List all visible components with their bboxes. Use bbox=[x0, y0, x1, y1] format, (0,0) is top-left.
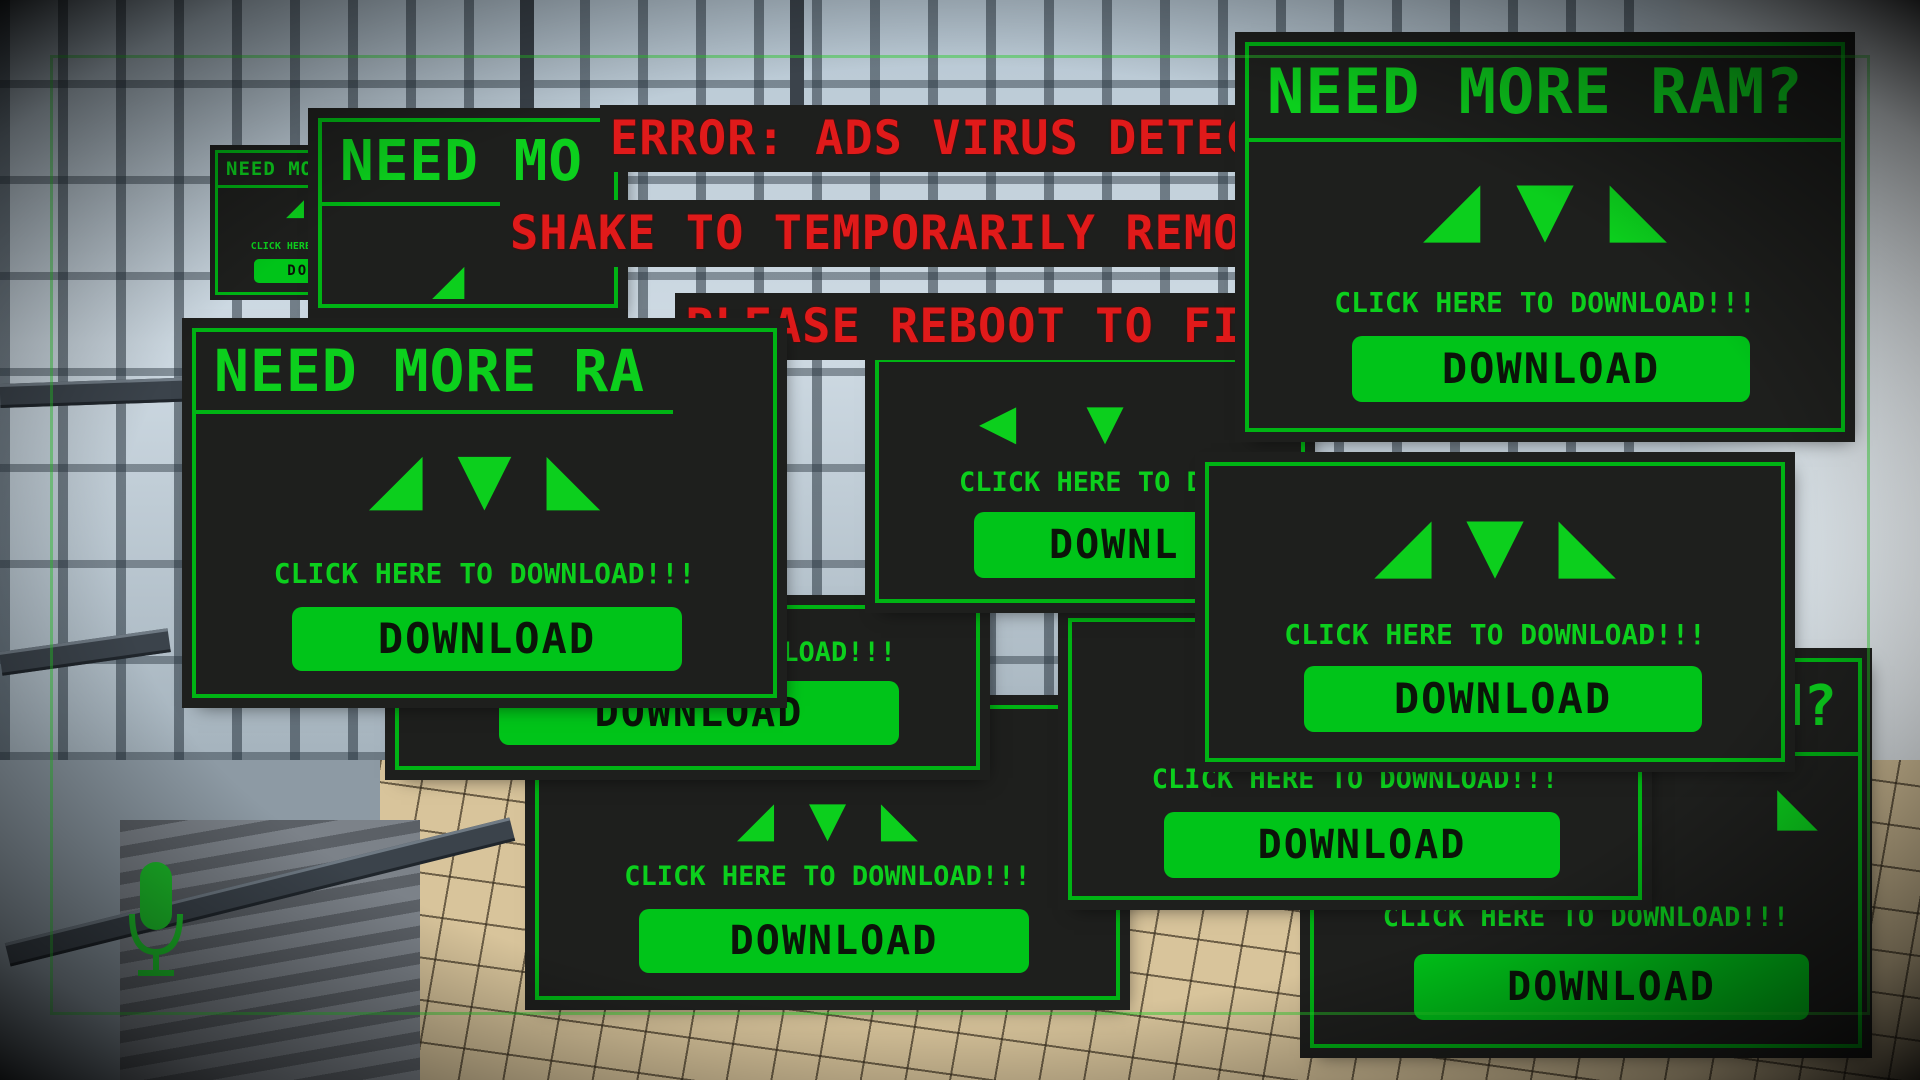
microphone-icon bbox=[128, 862, 184, 982]
ad-prompt: CLICK HERE TO DOWNLOAD!!! bbox=[1284, 618, 1706, 651]
ad-popup[interactable]: NEED MORE RA ◢ ▼ ◣ CLICK HERE TO DOWNLOA… bbox=[192, 328, 777, 698]
arrow-down-right-icon: ◢ bbox=[1422, 150, 1481, 262]
ad-popup-title: NEED MO bbox=[322, 122, 614, 206]
download-arrows: ◢ ▼ ◣ bbox=[1209, 494, 1781, 590]
error-virus-detected: ERROR: ADS VIRUS DETECTED bbox=[600, 105, 1353, 172]
download-button[interactable]: DOWNLOAD bbox=[1164, 812, 1560, 878]
download-arrows: ◢ ▼ ◣ bbox=[539, 787, 1116, 849]
download-button[interactable]: DOWNLOAD bbox=[1414, 954, 1809, 1020]
arrow-down-icon: ▼ bbox=[1516, 150, 1574, 262]
arrow-down-left-icon: ◣ bbox=[880, 781, 919, 854]
download-arrows: ◢ ▼ ◣ bbox=[196, 432, 773, 522]
railing-post bbox=[790, 0, 804, 110]
download-button[interactable]: DOWNLOAD bbox=[639, 909, 1029, 973]
ad-prompt: CLICK HERE TO DOWNLOAD!!! bbox=[1334, 286, 1756, 319]
ad-prompt: CLICK HERE TO DOWNLOAD!!! bbox=[624, 861, 1031, 892]
download-button[interactable]: DOWNLOAD bbox=[292, 607, 682, 671]
ad-popup[interactable]: NEED MORE RAM? ◢ ▼ ◣ CLICK HERE TO DOWNL… bbox=[1245, 42, 1845, 432]
arrow-down-icon: ▼ bbox=[1086, 384, 1124, 457]
arrow-down-icon: ▼ bbox=[457, 424, 512, 529]
ad-popup-title: NEED MORE RAM? bbox=[1249, 46, 1841, 142]
ad-prompt: CLICK HERE TO DOWNLOAD!!! bbox=[1382, 902, 1790, 933]
arrow-down-right-icon: ◢ bbox=[368, 424, 423, 529]
arrow-down-icon: ▼ bbox=[808, 781, 847, 854]
ad-popup[interactable]: ◢ ▼ ◣ CLICK HERE TO DOWNLOAD!!! DOWNLOAD bbox=[1205, 462, 1785, 762]
arrow-down-left-icon: ◣ bbox=[546, 424, 601, 529]
download-button[interactable]: DOWNLOAD bbox=[1304, 666, 1702, 732]
ad-popup-title: NEED MORE RA bbox=[196, 332, 673, 414]
arrow-down-left-icon: ◣ bbox=[1558, 486, 1616, 598]
arrow-down-right-icon: ◢ bbox=[432, 247, 465, 310]
arrow-left-icon: ◀ bbox=[979, 384, 1017, 457]
download-button[interactable]: DOWNLOAD bbox=[1352, 336, 1750, 402]
arrow-down-right-icon: ◢ bbox=[736, 781, 775, 854]
arrow-down-left-icon: ◣ bbox=[1777, 766, 1818, 845]
ad-prompt: CLICK HERE TO DOWNLOAD!!! bbox=[273, 557, 696, 590]
arrow-down-right-icon: ◢ bbox=[1373, 486, 1432, 598]
arrow-down-left-icon: ◣ bbox=[1609, 150, 1668, 262]
ad-prompt: CLICK HERE TO DOWNLOAD!!! bbox=[1151, 764, 1559, 795]
arrow-down-icon: ▼ bbox=[1466, 486, 1524, 598]
download-arrows: ◢ ▼ ◣ bbox=[1249, 158, 1841, 254]
railing-post bbox=[520, 0, 534, 120]
arrow-down-right-icon: ◢ bbox=[285, 190, 305, 225]
download-arrows: ◀ ▼ bbox=[879, 390, 1301, 452]
